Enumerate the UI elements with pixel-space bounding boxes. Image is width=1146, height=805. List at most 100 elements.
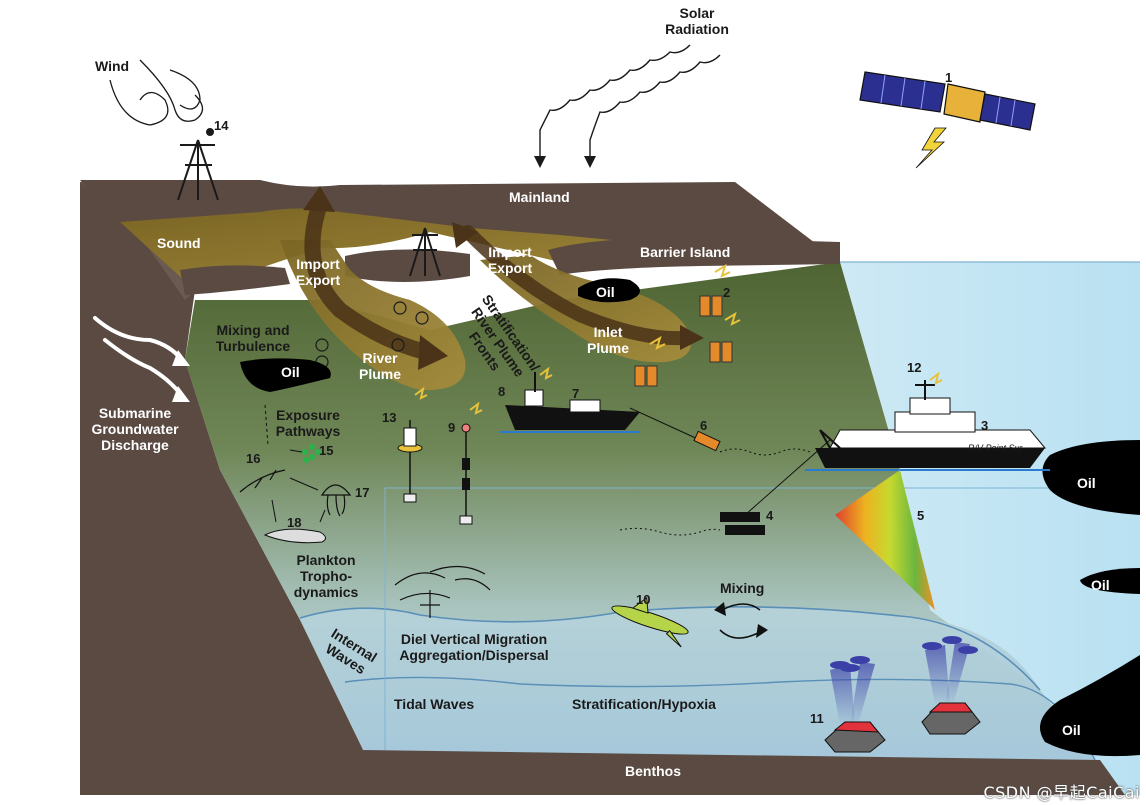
oil-slick-right-1 — [1042, 440, 1140, 515]
oil-slick-right-3 — [1040, 655, 1140, 757]
tow-wake-6 — [719, 448, 811, 456]
oil-slick-right-2 — [1080, 568, 1140, 594]
stratification-hypoxia-label: Stratification/Hypoxia — [572, 696, 716, 712]
buoy-group-2 — [634, 263, 741, 387]
marker-1: 1 — [945, 70, 953, 85]
towed-sensor-4 — [720, 512, 765, 535]
tow-line-4 — [744, 439, 831, 516]
krill-aggregation — [394, 565, 491, 618]
sound-spit — [180, 265, 290, 295]
solar-arrowhead-1 — [534, 156, 546, 168]
import-export-left-label: Import Export — [295, 256, 341, 288]
benthos-label: Benthos — [625, 763, 681, 779]
arrow-head-right-down — [680, 325, 704, 350]
benthos-floor — [80, 750, 1125, 795]
watermark: CSDN @早起CaiCai — [983, 783, 1140, 802]
oil-right-2-label: Oil — [1091, 577, 1110, 593]
marker-8: 8 — [498, 384, 506, 399]
oil-right-3-label: Oil — [1062, 722, 1081, 738]
marker-14: 14 — [214, 118, 229, 133]
oil-bay-label: Oil — [596, 284, 615, 300]
sonar-swath-5 — [835, 470, 935, 610]
tidal-waves-label: Tidal Waves — [394, 696, 475, 712]
tow-wake-4 — [619, 527, 721, 536]
lander-11-left — [824, 656, 886, 753]
import-export-arrow-right — [461, 225, 691, 346]
marker-18: 18 — [287, 515, 302, 530]
marker-11: 11 — [810, 711, 824, 726]
mixing-arrow — [719, 629, 761, 639]
oil-slick-bay — [578, 278, 640, 303]
marker-15: 15 — [319, 443, 334, 458]
marker-16: 16 — [246, 451, 261, 466]
satellite-icon — [859, 71, 1036, 169]
sound-label: Sound — [157, 235, 201, 251]
towed-vehicle-6 — [693, 430, 721, 452]
groundwater-arrowhead-2 — [172, 386, 190, 402]
marker-13: 13 — [382, 410, 397, 425]
weather-tower-island — [409, 227, 441, 277]
research-vessel-point-sur — [805, 371, 1050, 471]
copepod-16 — [239, 469, 286, 493]
exposure-pathways-label: Exposure Pathways — [275, 407, 341, 439]
mixing-arrow-2 — [721, 603, 761, 611]
marker-9: 9 — [448, 420, 456, 435]
mooring-13 — [397, 386, 428, 503]
plankton-15 — [302, 444, 321, 463]
marker-17: 17 — [355, 485, 370, 500]
mixing-arrowhead-2 — [714, 602, 726, 616]
oil-right-1-label: Oil — [1077, 475, 1096, 491]
wind-label: Wind — [95, 58, 130, 74]
import-export-right-label: Import Export — [487, 244, 533, 276]
sound-water — [120, 208, 840, 290]
glider-10 — [611, 596, 689, 648]
marker-5: 5 — [917, 508, 925, 523]
marker-3: 3 — [981, 418, 989, 433]
submarine-discharge-label: Submarine Groundwater Discharge — [91, 405, 179, 453]
mooring-9 — [459, 401, 483, 525]
solar-radiation-icon — [539, 44, 721, 160]
barrier-island-label: Barrier Island — [640, 244, 731, 260]
weather-tower-14 — [177, 128, 219, 201]
left-cliff-top — [80, 182, 195, 300]
ship-name-label: R/V Point Sur — [968, 443, 1023, 453]
inlet-plume-label: Inlet Plume — [586, 324, 629, 356]
marker-6: 6 — [700, 418, 708, 433]
wind-icon — [109, 59, 204, 126]
mixing-turbulence-label: Mixing and Turbulence — [215, 322, 291, 354]
groundwater-arrowhead-1 — [172, 350, 190, 366]
mixing-arrowhead-1 — [756, 624, 768, 638]
arrow-head-left-up — [303, 186, 335, 212]
diel-migration-label: Diel Vertical Migration Aggregation/Disp… — [399, 631, 549, 663]
small-island — [345, 249, 470, 282]
oil-slick-left — [240, 358, 331, 392]
solar-radiation-label: Solar Radiation — [665, 5, 729, 37]
oil-left-label: Oil — [281, 364, 300, 380]
tow-line-6 — [629, 407, 701, 441]
import-export-arrow-left — [304, 202, 433, 360]
marker-7: 7 — [572, 386, 580, 401]
mainland-label: Mainland — [509, 189, 570, 205]
arrow-head-right-up — [452, 222, 478, 248]
tidal-wave-line — [344, 676, 1096, 761]
marker-4: 4 — [766, 508, 774, 523]
arrow-head-left-down — [418, 335, 448, 370]
marker-10: 10 — [636, 592, 651, 607]
deep-water-layer — [300, 606, 1120, 795]
river-plume-label: River Plume — [358, 350, 401, 382]
groundwater-arrows — [93, 316, 184, 398]
research-vessel-small — [500, 366, 640, 433]
jellyfish-17 — [320, 484, 352, 517]
left-cliff — [80, 182, 385, 795]
food-web-arrows — [264, 404, 326, 523]
open-water-face — [840, 262, 1140, 795]
barrier-island — [548, 237, 840, 275]
solar-arrowhead-2 — [584, 156, 596, 168]
fish-larva-18 — [263, 528, 326, 544]
lander-11-right — [921, 636, 981, 735]
mixing-label: Mixing — [720, 580, 765, 596]
plankton-trophodynamics-label: Plankton Tropho- dynamics — [293, 552, 359, 600]
marker-12: 12 — [907, 360, 922, 375]
